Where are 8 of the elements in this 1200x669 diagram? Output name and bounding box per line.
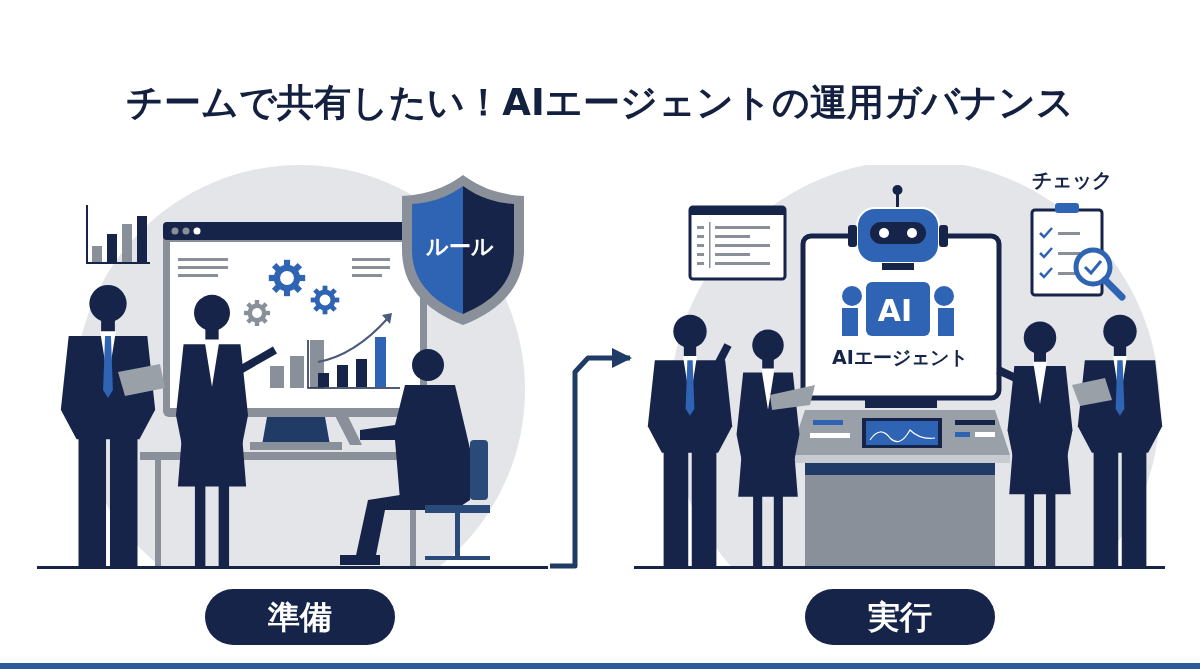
- robot-label: AI: [877, 292, 913, 328]
- phase-label: 準備: [205, 589, 395, 645]
- shield-label: ルール: [426, 233, 494, 261]
- screen-label: AIエージェント: [832, 345, 968, 370]
- checklist-label: チェック: [1032, 166, 1112, 194]
- phase-label: 実行: [805, 589, 995, 645]
- arrow: [550, 348, 632, 569]
- title: チームで共有したい！AIエージェントの運用ガバナンス: [125, 80, 1075, 126]
